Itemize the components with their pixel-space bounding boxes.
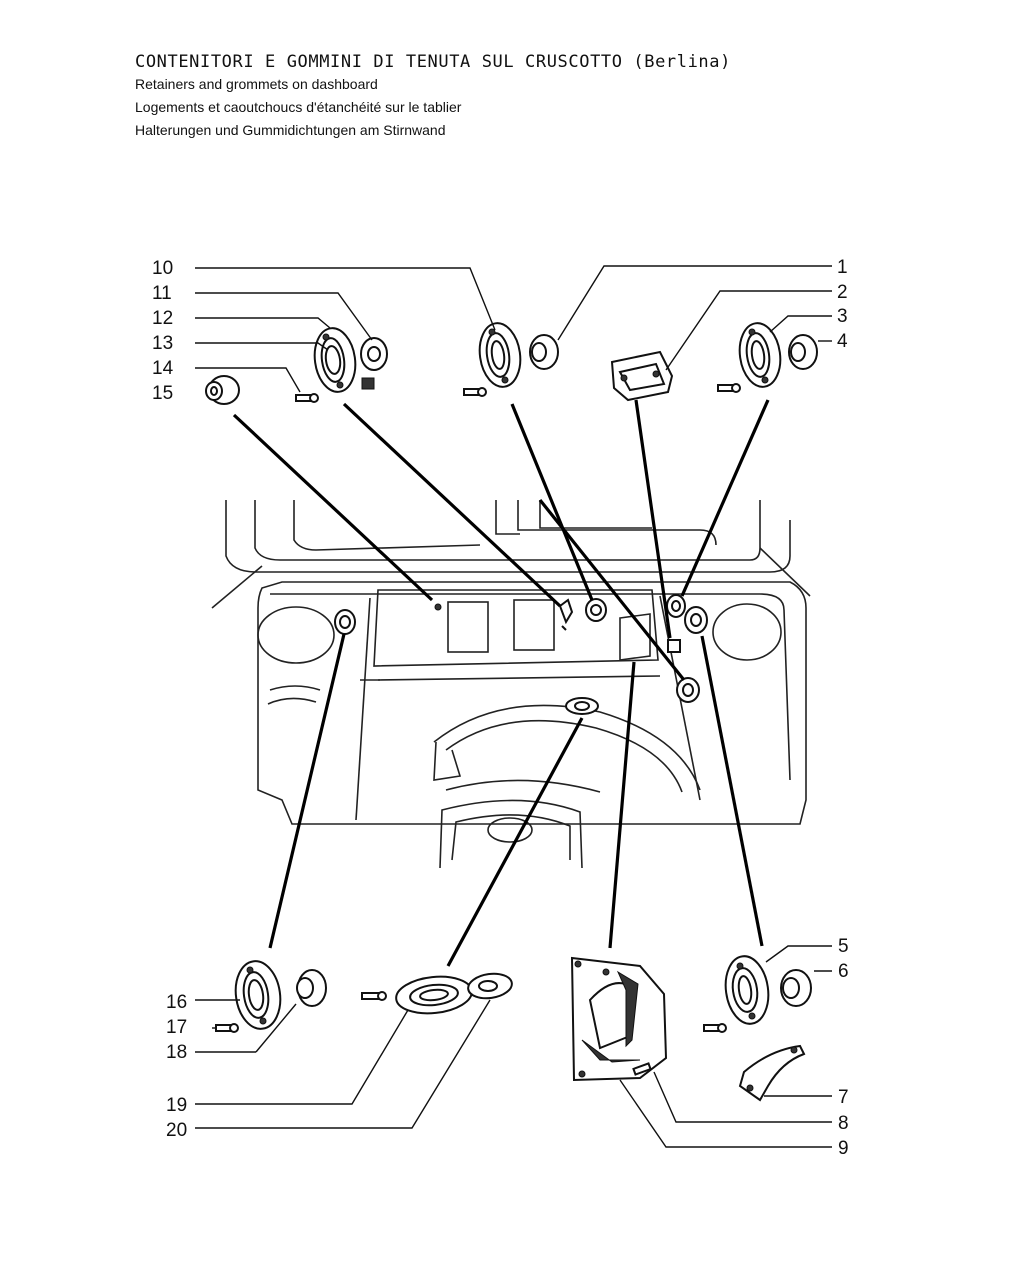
callout-19: 19 [166, 1095, 187, 1116]
bracket-7 [738, 1044, 806, 1102]
title-suffix: (Berlina) [633, 52, 731, 72]
part-group-19-20 [361, 972, 513, 1015]
installed-retainer-right [667, 639, 681, 653]
screw-8 [632, 1062, 652, 1076]
installed-grommet-right-upper [666, 594, 686, 618]
header: CONTENITORI E GOMMINI DI TENUTA SUL CRUS… [135, 52, 731, 145]
installed-grommet-right [684, 606, 708, 634]
callout-18: 18 [166, 1042, 187, 1063]
subtitle-french: Logements et caoutchoucs d'étanchéité su… [135, 99, 462, 115]
title-main: CONTENITORI E GOMMINI DI TENUTA SUL CRUS… [135, 52, 623, 72]
installed-grommet-floor [565, 697, 599, 715]
installed-grommets [334, 594, 708, 715]
installed-grommet-left [334, 609, 356, 635]
callout-3: 3 [837, 306, 848, 327]
callout-6: 6 [838, 961, 849, 982]
subtitle-english: Retainers and grommets on dashboard [135, 76, 378, 92]
grommet-15 [205, 375, 240, 405]
page-title: CONTENITORI E GOMMINI DI TENUTA SUL CRUS… [135, 52, 731, 72]
part-group-1 [463, 322, 559, 397]
callout-5: 5 [838, 936, 849, 957]
callout-10: 10 [152, 258, 173, 279]
part-group-5-6 [703, 955, 812, 1033]
callout-8: 8 [838, 1113, 849, 1134]
installed-clip-center [558, 598, 574, 631]
screw-14 [295, 393, 319, 403]
leader-lines [195, 265, 832, 1148]
installed-grommet-lower-right [676, 677, 700, 703]
callout-15: 15 [152, 383, 173, 404]
part-group-3-4 [717, 322, 818, 393]
assembly-arrows [232, 399, 770, 967]
callout-12: 12 [152, 308, 173, 329]
callout-7: 7 [838, 1087, 849, 1108]
part-group-2 [610, 350, 674, 402]
callout-4: 4 [837, 331, 848, 352]
callout-labels: 10 11 12 13 14 15 1 2 3 4 16 17 18 19 20… [152, 257, 849, 1159]
callout-9: 9 [838, 1138, 849, 1159]
callout-14: 14 [152, 358, 174, 379]
part-group-10-13 [205, 327, 388, 405]
callout-17: 17 [166, 1017, 187, 1038]
callout-16: 16 [166, 992, 187, 1013]
part-group-7-9 [570, 956, 806, 1102]
callout-20: 20 [166, 1120, 187, 1141]
car-body-outline [211, 500, 811, 869]
callout-1: 1 [837, 257, 848, 278]
installed-grommet-center [585, 598, 607, 622]
callout-11: 11 [152, 283, 172, 304]
callout-2: 2 [837, 282, 848, 303]
callout-13: 13 [152, 333, 173, 354]
part-group-16-18 [215, 960, 327, 1033]
subtitle-german: Halterungen und Gummidichtungen am Stirn… [135, 122, 446, 138]
